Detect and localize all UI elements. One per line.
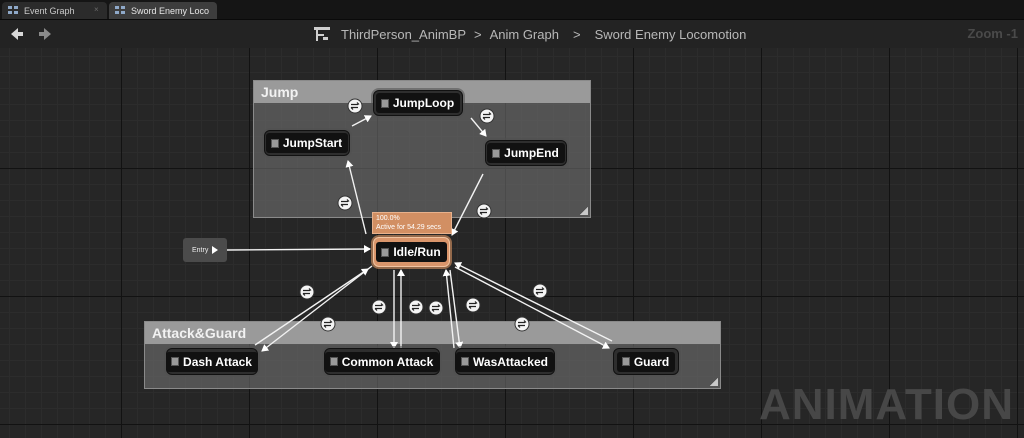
wire-jumpend-idle (451, 173, 484, 236)
state-jumploop[interactable]: JumpLoop (373, 90, 463, 116)
state-icon (380, 98, 389, 108)
wire-wasattacked-idle (442, 269, 455, 349)
breadcrumb: ThirdPerson_AnimBP > Anim Graph > Sword … (313, 20, 746, 48)
back-button[interactable] (8, 25, 26, 43)
state-dash-attack[interactable]: Dash Attack (166, 348, 258, 375)
forward-button[interactable] (36, 25, 54, 43)
event-graph-icon (8, 6, 18, 14)
tab-label: Sword Enemy Loco (131, 5, 210, 16)
transition-rule-icon (347, 98, 363, 114)
wire-dash-idle (254, 268, 369, 346)
transition-rule-icon (371, 299, 387, 315)
state-machine-icon (314, 27, 330, 41)
wire-jumpstart-jumploop (351, 115, 372, 127)
transition-rule-icons (299, 98, 548, 332)
wire-guard-idle (454, 262, 613, 342)
state-icon (270, 138, 279, 148)
transition-rule-icon (479, 108, 495, 124)
wire-idle-guard (454, 266, 610, 349)
state-label: Common Attack (341, 354, 434, 369)
state-icon (381, 247, 390, 257)
close-icon[interactable]: × (94, 5, 99, 14)
state-common-attack[interactable]: Common Attack (324, 348, 440, 375)
wire-entry-idle (226, 245, 371, 254)
graph-nav-bar: ThirdPerson_AnimBP > Anim Graph > Sword … (0, 20, 1024, 48)
transition-rule-icon (428, 300, 444, 316)
resize-handle[interactable] (580, 207, 588, 215)
transition-rule-icon (465, 297, 481, 313)
breadcrumb-separator: > (572, 26, 581, 42)
arrow-left-icon (11, 28, 23, 40)
breadcrumb-item-animbp[interactable]: ThirdPerson_AnimBP (341, 26, 466, 42)
state-icon (461, 357, 470, 366)
transition-wires (226, 98, 613, 352)
breadcrumb-item-anim-graph[interactable]: Anim Graph (489, 26, 559, 42)
state-guard[interactable]: Guard (613, 348, 679, 375)
wire-jumploop-jumpend (470, 117, 487, 137)
wire-idle-jumpstart (345, 160, 367, 235)
state-label: JumpStart (282, 136, 343, 150)
state-machine-icon (115, 6, 125, 14)
graph-canvas[interactable]: Jump Attack&Guard (0, 48, 1024, 438)
wire-idle-dash (261, 265, 373, 352)
transition-rule-icon (320, 316, 336, 332)
breadcrumb-separator: > (474, 26, 482, 42)
arrow-right-icon (39, 28, 51, 40)
transition-rule-icon (532, 283, 548, 299)
state-jumpstart[interactable]: JumpStart (264, 130, 350, 156)
state-label: Idle/Run (393, 245, 441, 259)
state-icon (171, 357, 180, 366)
transition-rule-icon (476, 203, 492, 219)
state-icon (492, 148, 501, 158)
active-state-tooltip: 100.0% Active for 54.29 secs (372, 212, 452, 234)
state-label: JumpLoop (392, 96, 455, 110)
transition-rule-icon (514, 316, 530, 332)
state-label: Guard (633, 354, 670, 369)
transition-rule-icon (337, 195, 353, 211)
transition-rule-icon (408, 299, 424, 315)
state-label: Dash Attack (183, 354, 252, 369)
state-icon (329, 357, 338, 366)
tab-bar: Event Graph × Sword Enemy Loco (0, 0, 1024, 20)
transition-rule-icon (299, 284, 315, 300)
entry-label: Entry (192, 246, 209, 254)
zoom-level: Zoom -1 (967, 26, 1018, 41)
state-was-attacked[interactable]: WasAttacked (455, 348, 555, 375)
state-label: WasAttacked (473, 354, 548, 369)
state-idle-run[interactable]: Idle/Run (373, 237, 450, 267)
tooltip-weight: 100.0% (376, 215, 400, 222)
state-jumpend[interactable]: JumpEnd (485, 140, 567, 166)
tab-label: Event Graph (24, 5, 75, 16)
graph-type-watermark: ANIMATION (758, 380, 1014, 429)
comment-title: Attack&Guard (145, 322, 720, 344)
state-label: JumpEnd (504, 146, 559, 160)
tab-sword-enemy-loco[interactable]: Sword Enemy Loco (109, 2, 217, 19)
state-icon (621, 357, 630, 366)
resize-handle[interactable] (710, 378, 718, 386)
play-arrow-icon (212, 246, 219, 254)
breadcrumb-item-locomotion[interactable]: Sword Enemy Locomotion (594, 26, 747, 42)
tooltip-active-time: Active for 54.29 secs (376, 224, 441, 231)
wire-idle-wasattacked (449, 269, 464, 349)
tab-event-graph[interactable]: Event Graph × (2, 2, 107, 19)
entry-node[interactable]: Entry (183, 238, 227, 262)
